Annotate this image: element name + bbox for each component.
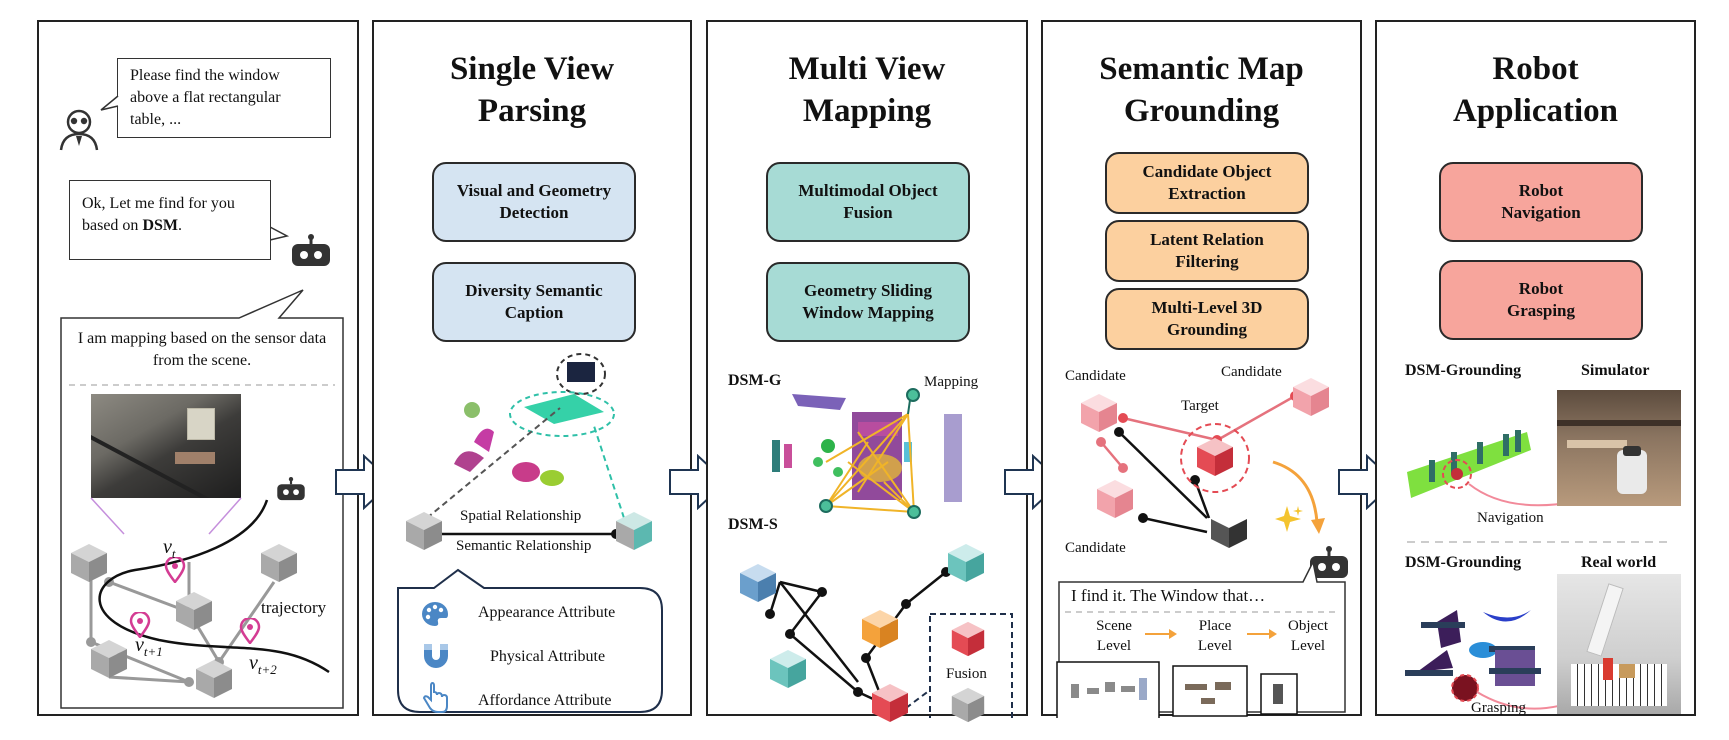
node-cube: [406, 512, 442, 550]
step-geometry-sliding-window: Geometry Sliding Window Mapping: [766, 262, 970, 342]
step-robot-grasping: Robot Grasping: [1439, 260, 1643, 340]
node-cube: [616, 512, 652, 550]
target-cube: [1197, 438, 1233, 476]
grasping-label: Grasping: [1471, 700, 1526, 716]
scene-photo: [91, 394, 241, 498]
node-cube-dark: [1211, 510, 1247, 548]
node-cube-blue: [740, 564, 776, 602]
node-cube: [176, 592, 212, 630]
panel-multi-view-mapping: Multi View Mapping Multimodal Object Fus…: [706, 20, 1028, 723]
mapping-text: I am mapping based on the sensor data fr…: [77, 330, 327, 369]
dsm-g-label: DSM-G: [728, 372, 782, 389]
robot-head-icon: [292, 234, 330, 266]
panel-robot-application: Robot Application Robot Navigation Robot…: [1375, 20, 1696, 716]
robot-reply-bold: DSM: [142, 217, 178, 234]
target-label: Target: [1181, 398, 1219, 414]
robot-head-icon: [277, 477, 305, 501]
node-cube-teal: [770, 650, 806, 688]
label-vt2: vt+2: [249, 652, 277, 677]
location-pin-icon: [239, 618, 261, 644]
scene-level-label: Scene Level: [1096, 618, 1132, 654]
node-cube-red: [951, 621, 985, 657]
step-latent-relation-filtering: Latent Relation Filtering: [1105, 220, 1309, 282]
simulator-image: [1557, 390, 1681, 506]
label-vt: vt: [163, 536, 176, 561]
step-diversity-semantic-caption: Diversity Semantic Caption: [432, 262, 636, 342]
trajectory-label: trajectory: [261, 598, 327, 617]
dsm-g-graph: [765, 388, 1013, 718]
candidate-label: Candidate: [1065, 540, 1126, 556]
step-robot-navigation: Robot Navigation: [1439, 162, 1643, 242]
user-avatar-icon: [59, 109, 99, 151]
mapping-label: Mapping: [924, 374, 979, 390]
real-world-label: Real world: [1581, 554, 1657, 571]
robot-reply-prefix: Ok, Let me find for you based on: [82, 195, 235, 234]
user-query-text: Please find the window above a flat rect…: [130, 67, 281, 128]
navigation-label: Navigation: [1477, 510, 1544, 526]
spatial-relationship-label: Spatial Relationship: [460, 508, 582, 524]
robot-reply-suffix: .: [178, 217, 182, 234]
step-candidate-object-extraction: Candidate Object Extraction: [1105, 152, 1309, 214]
location-pin-icon: [129, 612, 151, 638]
panel-semantic-map-grounding: Semantic Map Grounding Candidate Object …: [1041, 20, 1362, 718]
grounding-graph: [1096, 391, 1325, 534]
physical-attribute: Physical Attribute: [490, 648, 606, 665]
node-cube-teal: [948, 544, 984, 582]
node-cube: [261, 544, 297, 582]
step-visual-geometry-detection: Visual and Geometry Detection: [432, 162, 636, 242]
panel-title: Single View Parsing: [449, 51, 615, 129]
pointer-hand-icon: [422, 682, 448, 713]
bubble-tails: [100, 95, 290, 241]
palette-icon: [422, 602, 448, 626]
node-cube-pink: [1293, 378, 1329, 416]
result-text: I find it. The Window that…: [1071, 586, 1266, 605]
panel-single-view-parsing: Single View Parsing Visual and Geometry …: [372, 20, 692, 716]
real-world-image: [1557, 574, 1681, 714]
node-cube: [91, 640, 127, 678]
panel-title: Semantic Map Grounding: [1099, 51, 1304, 129]
result-callout: [1056, 559, 1346, 718]
semantic-relationship-label: Semantic Relationship: [456, 538, 592, 554]
label-vt1: vt+1: [135, 634, 163, 659]
dsm-s-label: DSM-S: [728, 516, 778, 533]
location-pin-icon: [164, 557, 186, 583]
dsm-grounding-label: DSM-Grounding: [1405, 362, 1522, 379]
node-cube: [196, 660, 232, 698]
grasping-demo: [1405, 610, 1591, 710]
dsm-grounding-label: DSM-Grounding: [1405, 554, 1522, 571]
step-multimodal-object-fusion: Multimodal Object Fusion: [766, 162, 970, 242]
step-multi-level-3d-grounding: Multi-Level 3D Grounding: [1105, 288, 1309, 350]
sparkle-icon: [1275, 506, 1303, 532]
node-cube-orange: [862, 610, 898, 648]
candidate-label: Candidate: [1221, 364, 1282, 380]
magnet-icon: [424, 644, 448, 668]
candidate-label: Candidate: [1065, 368, 1126, 384]
attribute-callout: [397, 568, 663, 713]
panel-dialogue: Please find the window above a flat rect…: [37, 20, 359, 716]
panel-title: Multi View Mapping: [788, 51, 946, 129]
node-cube-pink: [1097, 480, 1133, 518]
node-cube: [71, 544, 107, 582]
node-cube-pink: [1081, 394, 1117, 432]
affordance-attribute: Affordance Attribute: [478, 692, 612, 709]
appearance-attribute: Appearance Attribute: [478, 604, 616, 621]
simulator-label: Simulator: [1581, 362, 1650, 379]
panel-title: Robot Application: [1452, 51, 1619, 129]
fusion-label: Fusion: [946, 666, 987, 682]
robot-head-icon: [1310, 546, 1348, 578]
node-cube: [951, 687, 985, 723]
node-cube-red: [872, 684, 908, 722]
robot-reply-bubble: Ok, Let me find for you based on DSM.: [69, 180, 271, 260]
user-query-bubble: Please find the window above a flat rect…: [117, 58, 331, 138]
place-level-label: Place Level: [1197, 618, 1233, 654]
object-level-label: Object Level: [1288, 618, 1328, 654]
